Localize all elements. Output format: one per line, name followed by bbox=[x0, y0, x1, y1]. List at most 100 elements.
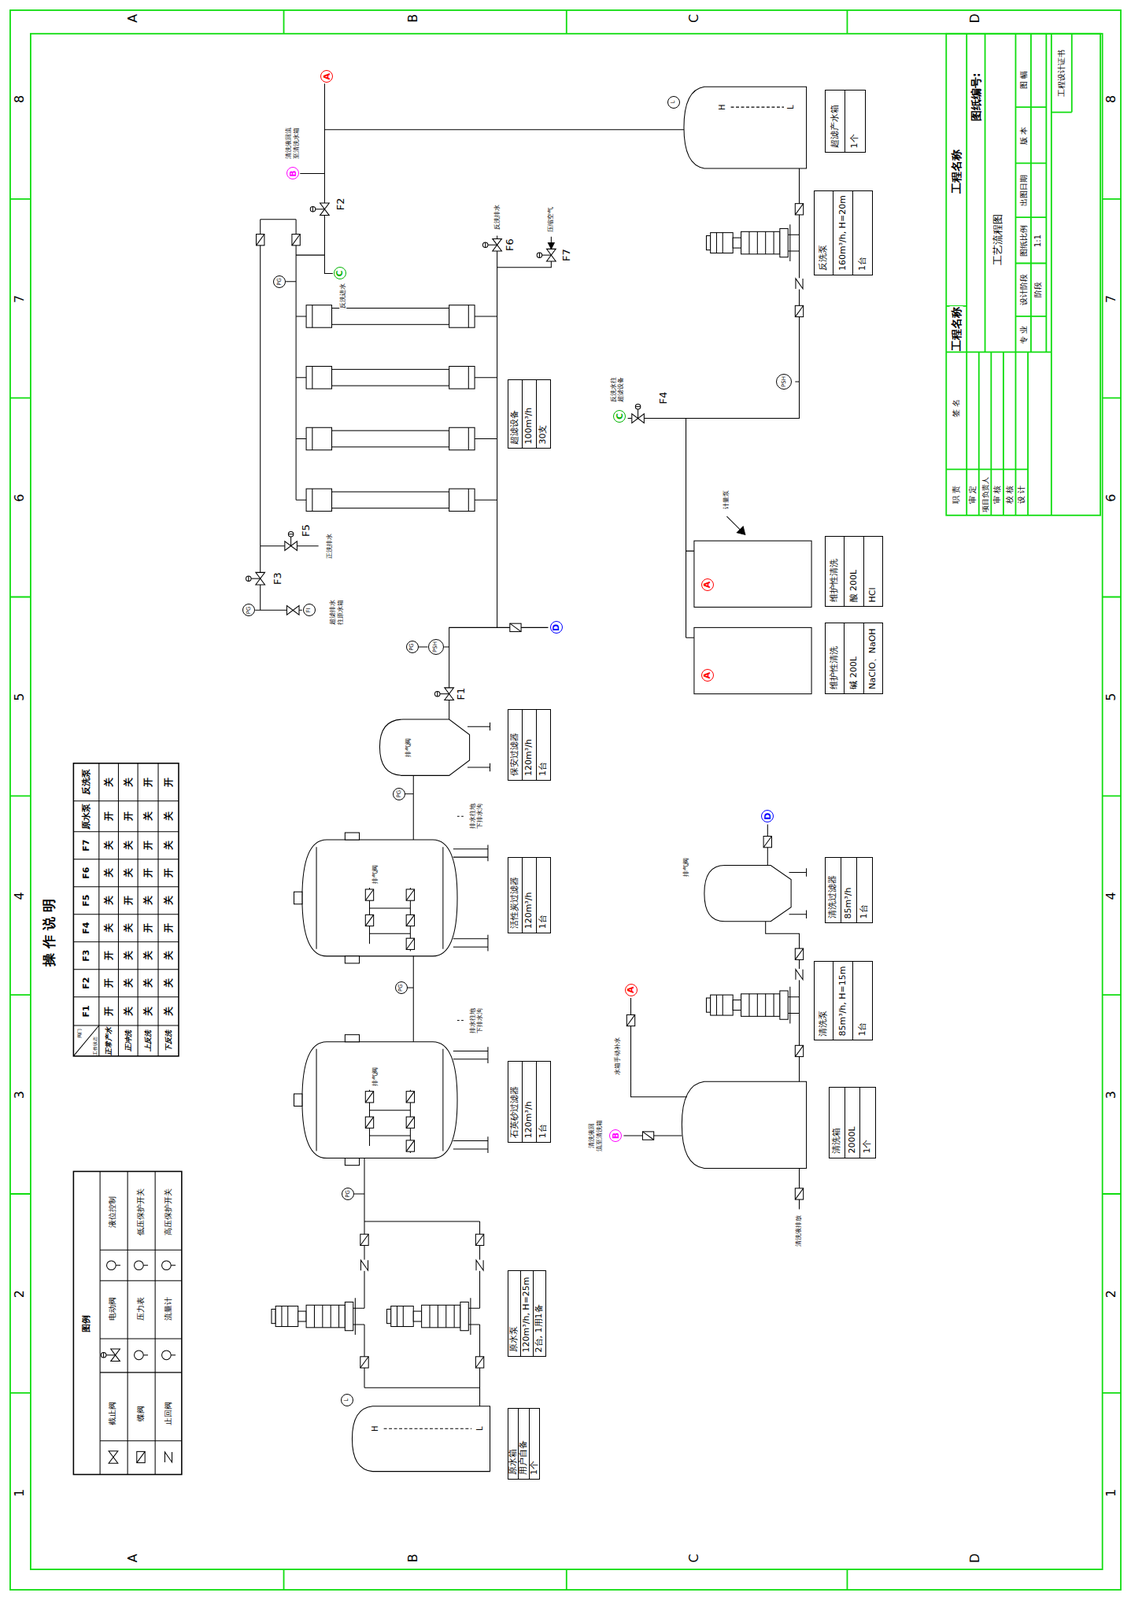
instrument-code: PG bbox=[396, 790, 403, 799]
grid-coordinate: 2 bbox=[1104, 1289, 1120, 1298]
table-corner-header: 工作状态 bbox=[92, 1036, 99, 1056]
instrument-circle: PG bbox=[341, 1187, 355, 1201]
table-cell: 开 bbox=[142, 868, 154, 878]
pipe-note: 排水往地 下排水沟 bbox=[469, 803, 485, 829]
pipe-line bbox=[418, 627, 549, 720]
pipe-link-marker: A bbox=[624, 983, 638, 997]
grid-coordinate: 3 bbox=[11, 1090, 27, 1099]
table-cell: 关 bbox=[122, 923, 134, 933]
pipe-line bbox=[10, 199, 31, 1394]
equipment-symbol bbox=[164, 1451, 173, 1463]
title-block-text: 工程设计证书 bbox=[1057, 49, 1067, 97]
title-block-text: 1:1 bbox=[1033, 234, 1043, 248]
table-cell: 开 bbox=[142, 777, 154, 788]
equipment-symbol bbox=[794, 305, 803, 317]
equipment-label-box: 反洗泵160m³/h, H=20m1台 bbox=[813, 190, 873, 276]
pipe-line bbox=[255, 83, 684, 610]
equipment-symbol bbox=[626, 1014, 635, 1026]
table-cell: 关 bbox=[122, 868, 134, 878]
table-cell: 关 bbox=[162, 978, 174, 988]
table-cell: 关 bbox=[103, 868, 115, 878]
grid-coordinate: A bbox=[125, 14, 141, 23]
pipe-line bbox=[354, 1158, 481, 1407]
drawing-shape bbox=[946, 33, 1101, 516]
equipment-name: 原水泵 bbox=[508, 1271, 522, 1357]
equipment-spec: 1个 bbox=[845, 90, 865, 152]
drawing-shape bbox=[10, 10, 1121, 1590]
pipe-link-marker: B bbox=[286, 166, 300, 180]
equipment-label-box: 原水泵120m³/h, H=25m2台, 1用1备 bbox=[507, 1270, 547, 1357]
equipment-name: 超滤设备 bbox=[508, 380, 523, 448]
equipment-spec: 120m³/h bbox=[522, 709, 537, 780]
table-cell: 关 bbox=[103, 895, 115, 906]
table-cell: 开 bbox=[103, 950, 115, 961]
pipe-line bbox=[467, 722, 491, 772]
table-cell: 关 bbox=[142, 811, 154, 821]
pipe-line bbox=[1051, 33, 1072, 113]
instrument-circle: PG bbox=[395, 981, 408, 995]
drawing-shape bbox=[306, 427, 332, 451]
pipe-note: 排水往地 下排水沟 bbox=[469, 1008, 485, 1034]
pipe-line bbox=[789, 868, 807, 919]
title-block-text: 签 名 bbox=[951, 399, 961, 418]
equipment-symbol bbox=[794, 1045, 803, 1057]
grid-coordinate: D bbox=[967, 1553, 983, 1564]
equipment-symbol bbox=[632, 403, 645, 423]
title-block-text: 审 核 bbox=[992, 485, 1002, 504]
row-header: 正冲洗 bbox=[123, 1030, 133, 1052]
pipe-line bbox=[99, 763, 159, 1057]
pipe-line bbox=[681, 1081, 806, 1168]
equipment-symbol bbox=[294, 832, 488, 964]
marker-letter: B bbox=[288, 170, 298, 177]
pipe-note: 排气阀 bbox=[371, 1067, 380, 1087]
equipment-symbol bbox=[294, 1034, 488, 1166]
equipment-spec: 1个 bbox=[860, 1087, 876, 1158]
grid-coordinate: C bbox=[686, 1553, 702, 1563]
grid-coordinate: 8 bbox=[11, 95, 27, 104]
pipe-note: 压缩空气 bbox=[547, 206, 556, 233]
equipment-symbol bbox=[134, 1350, 149, 1361]
instrument-code: PG bbox=[345, 1190, 352, 1198]
table-header: F6 bbox=[81, 867, 93, 880]
equipment-spec: 30支 bbox=[536, 380, 551, 448]
equipment-symbol bbox=[162, 1260, 177, 1271]
equipment-symbol bbox=[136, 1451, 145, 1463]
grid-coordinate: C bbox=[686, 14, 702, 23]
grid-coordinate: 5 bbox=[11, 692, 27, 701]
pipe-line bbox=[295, 305, 497, 329]
table-cell: 开 bbox=[142, 923, 154, 933]
marker-letter: A bbox=[702, 672, 712, 680]
pipe-note: 超滤排水 往原水箱 bbox=[328, 599, 344, 625]
equipment-label-box: 维护性清洗酸 200LHCl bbox=[824, 535, 884, 608]
equipment-label-box: 保安过滤器120m³/h1台 bbox=[507, 709, 552, 781]
equipment-name: 清洗箱 bbox=[829, 1087, 846, 1158]
table-cell: 关 bbox=[142, 1006, 154, 1017]
equipment-label-box: 超滤产水箱1个 bbox=[824, 89, 866, 153]
equipment-name: 反洗泵 bbox=[814, 191, 835, 275]
pipe-line bbox=[295, 488, 497, 512]
equipment-spec: 1台 bbox=[536, 1061, 551, 1143]
instrument-circle: FI bbox=[303, 603, 316, 617]
instrument-circle: L bbox=[340, 1393, 354, 1407]
pipe-line bbox=[384, 1428, 473, 1430]
table-cell: 关 bbox=[162, 950, 174, 961]
pipe-note: 反洗排水 bbox=[493, 204, 502, 230]
legend-text: 流量计 bbox=[163, 1297, 174, 1321]
grid-coordinate: 1 bbox=[1104, 1489, 1120, 1497]
instrument-code: L bbox=[343, 1398, 350, 1402]
table-cell: 开 bbox=[162, 923, 174, 933]
grid-coordinate: 6 bbox=[11, 494, 27, 503]
equipment-symbol bbox=[536, 248, 556, 262]
pipe-note: 清洗液排放 bbox=[795, 1215, 804, 1247]
equipment-name: 超滤产水箱 bbox=[825, 90, 846, 152]
equipment-symbol bbox=[794, 948, 803, 960]
valve-tag: F5 bbox=[299, 524, 313, 537]
pipe-note: 排气阀 bbox=[371, 864, 380, 884]
grid-coordinate: 2 bbox=[11, 1289, 27, 1298]
drawing-shape bbox=[449, 488, 475, 512]
table-header: F3 bbox=[81, 949, 93, 962]
equipment-symbol bbox=[642, 1131, 654, 1140]
marker-letter: A bbox=[322, 73, 332, 81]
equipment-symbol bbox=[705, 986, 799, 1024]
table-header: F1 bbox=[81, 1005, 93, 1017]
